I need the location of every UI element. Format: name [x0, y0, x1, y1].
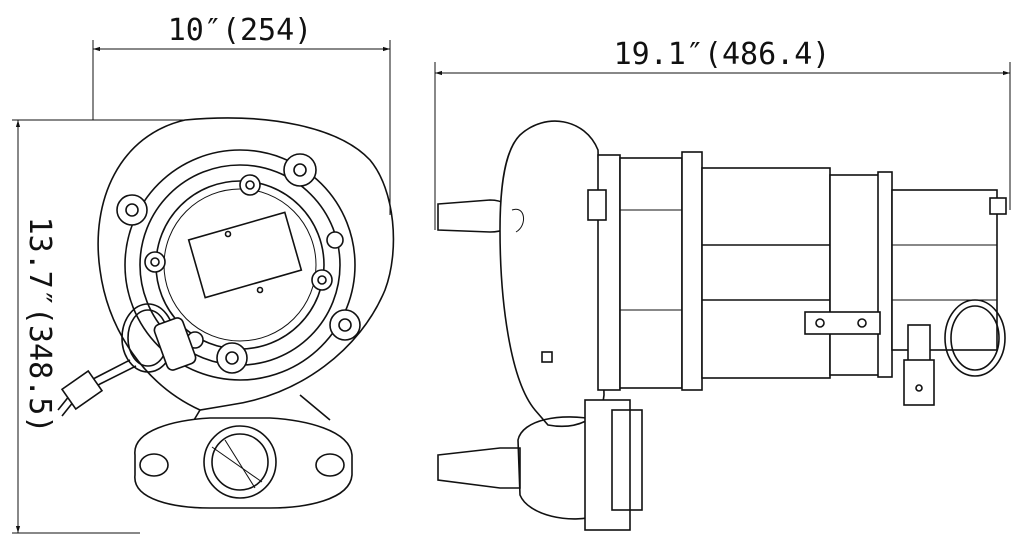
dimension-length-label: 19.1″(486.4)	[614, 37, 831, 72]
dimension-width-label: 10″(254)	[168, 13, 313, 48]
bolt-lugs	[116, 153, 361, 374]
name-plate	[187, 211, 303, 299]
motor-housing	[619, 157, 683, 389]
top-view	[57, 117, 395, 509]
side-view	[437, 120, 1007, 531]
dimension-height-top: 13.7″(348.5)	[12, 119, 185, 534]
volute-body	[499, 120, 605, 427]
dimension-width-top: 10″(254)	[92, 13, 391, 215]
dimension-length-side: 19.1″(486.4)	[434, 37, 1011, 230]
side-lifting-ring	[944, 299, 1006, 377]
dimension-height-label: 13.7″(348.5)	[22, 217, 57, 434]
discharge-nozzle-lower	[437, 447, 521, 489]
